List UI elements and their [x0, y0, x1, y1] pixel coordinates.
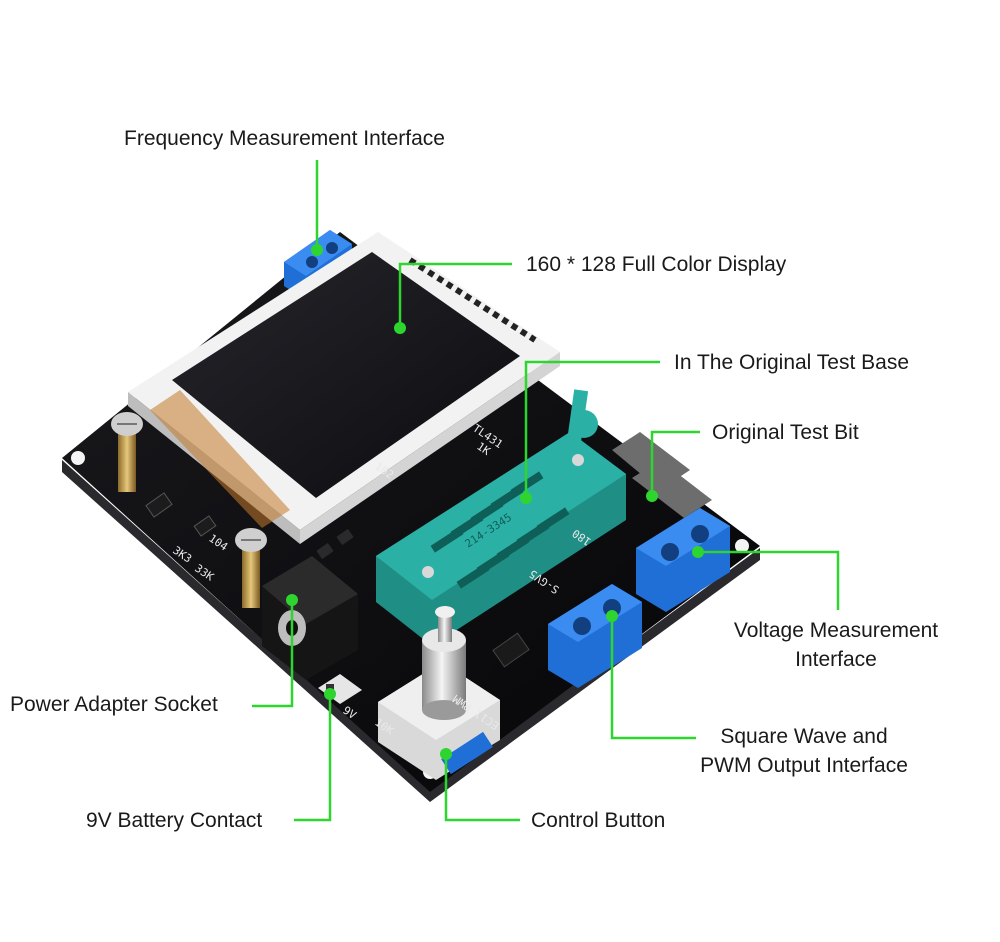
label-square-line1: Square Wave and — [720, 725, 888, 748]
callout-line-square — [610, 618, 696, 740]
callout-lines — [252, 160, 840, 822]
callout-line-battery — [294, 694, 332, 822]
label-voltage-line1: Voltage Measurement — [733, 619, 939, 642]
label-power-socket: Power Adapter Socket — [10, 693, 218, 716]
lcd-header-pins — [408, 257, 537, 343]
callout-line-voltage — [700, 550, 840, 610]
callout-line-display — [398, 262, 512, 326]
lcd-screen — [172, 252, 520, 498]
label-voltage-interface: Voltage Measurement Interface — [716, 616, 956, 674]
label-frequency-interface: Frequency Measurement Interface — [124, 127, 445, 150]
label-control-button: Control Button — [531, 809, 666, 832]
callout-dots — [286, 244, 704, 760]
label-test-base: In The Original Test Base — [674, 351, 910, 374]
label-battery-contact: 9V Battery Contact — [86, 809, 263, 832]
pcb-text-1k: 1K — [474, 440, 493, 458]
callout-line-test-bit — [650, 430, 700, 494]
callout-line-control — [444, 754, 520, 822]
standoffs — [111, 412, 267, 608]
label-square-line2: PWM Output Interface — [700, 754, 908, 777]
smd-components — [145, 492, 530, 668]
lcd-module — [128, 232, 560, 544]
label-test-bit: Original Test Bit — [712, 421, 859, 444]
callout-line-test-base — [524, 360, 660, 496]
label-square-wave: Square Wave and PWM Output Interface — [682, 722, 926, 780]
pcb-text-9v: 9V — [340, 704, 359, 722]
rotary-encoder — [378, 606, 500, 780]
label-display: 160 * 128 Full Color Display — [526, 253, 787, 276]
callout-line-power — [252, 600, 294, 708]
label-voltage-line2: Interface — [795, 648, 877, 671]
dc-jack — [262, 556, 358, 680]
voltage-terminal-block — [636, 508, 730, 612]
zif-socket — [376, 389, 626, 646]
